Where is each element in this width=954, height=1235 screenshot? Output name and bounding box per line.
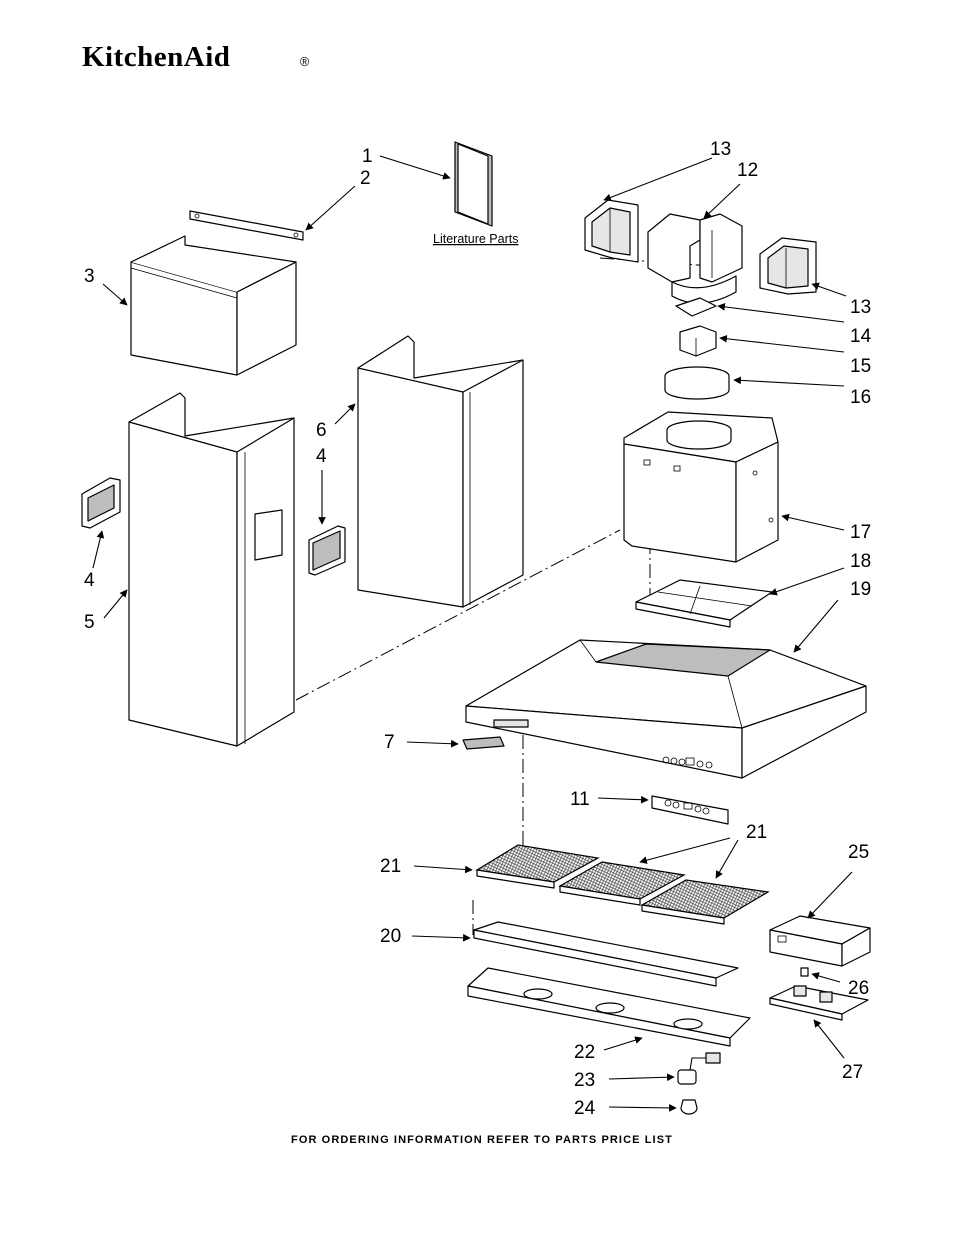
callout-5: 5 (84, 612, 95, 633)
light-socket (678, 1053, 720, 1084)
blower-housing (624, 412, 778, 562)
duct-adapter-right (760, 238, 816, 294)
brand-logo: KitchenAid (82, 41, 230, 73)
duct-adapter-left (585, 200, 638, 262)
callout-2: 2 (360, 168, 371, 189)
callout-7: 7 (384, 732, 395, 753)
callout-27: 27 (842, 1062, 863, 1083)
ordering-footer: FOR ORDERING INFORMATION REFER TO PARTS … (291, 1134, 673, 1146)
control-board (652, 796, 728, 824)
brand-registered-mark: ® (300, 55, 310, 69)
label-plate-right (309, 526, 345, 575)
callout-1: 1 (362, 146, 373, 167)
callout-23: 23 (574, 1070, 595, 1091)
wiring-box-cover (770, 916, 870, 966)
damper-transition (648, 214, 742, 303)
screw (801, 968, 808, 976)
callout-25: 25 (848, 842, 869, 863)
callout-4-left: 4 (84, 570, 95, 591)
callout-13-right: 13 (850, 297, 871, 318)
callout-26: 26 (848, 978, 869, 999)
exhaust-collar (665, 367, 729, 399)
callout-14: 14 (850, 326, 872, 347)
callout-13-top: 13 (710, 139, 731, 160)
light-lens (463, 737, 504, 749)
callout-6: 6 (316, 420, 327, 441)
callout-17: 17 (850, 522, 871, 543)
callout-4-right: 4 (316, 446, 327, 467)
lower-duct-cover (129, 393, 294, 746)
inner-duct-cover (358, 336, 523, 607)
callout-24: 24 (574, 1098, 596, 1119)
light-bulb (681, 1100, 697, 1114)
callout-22: 22 (574, 1042, 595, 1063)
callout-3: 3 (84, 266, 95, 287)
duct-cover-bracket (190, 211, 303, 240)
callout-19: 19 (850, 579, 871, 600)
literature-parts-label: Literature Parts (433, 232, 518, 246)
callout-21-left: 21 (380, 856, 401, 877)
callout-16: 16 (850, 387, 871, 408)
literature-parts-booklet (455, 142, 492, 226)
grease-filters (477, 845, 768, 924)
callout-21-right: 21 (746, 822, 767, 843)
hood-canopy (466, 640, 866, 778)
label-plate-left (82, 478, 120, 528)
callout-15: 15 (850, 356, 871, 377)
filter-frame (636, 580, 772, 627)
callout-20: 20 (380, 926, 401, 947)
callout-11: 11 (570, 789, 590, 810)
upper-duct-cover (131, 236, 296, 375)
callout-12: 12 (737, 160, 758, 181)
callout-18: 18 (850, 551, 871, 572)
damper (680, 326, 716, 356)
